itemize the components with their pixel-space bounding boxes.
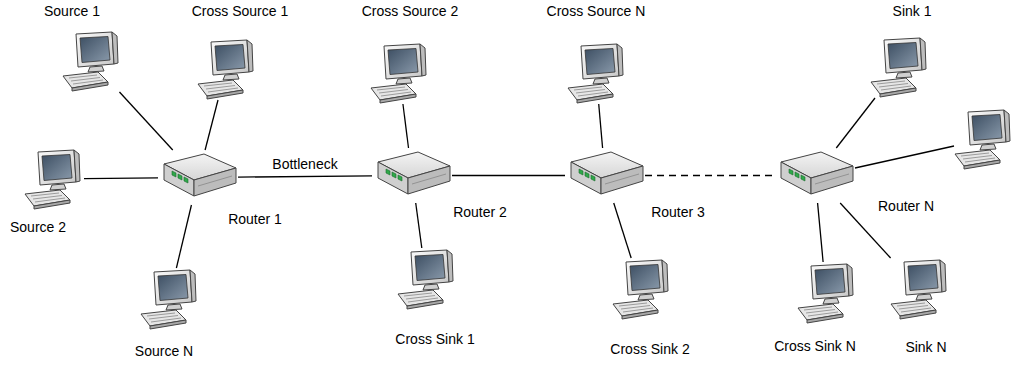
network-link <box>176 205 191 268</box>
network-link <box>403 104 409 148</box>
network-link <box>416 203 422 248</box>
node-label: Sink N <box>905 340 946 355</box>
computer-symbol <box>398 250 453 309</box>
computer-symbol <box>371 44 426 103</box>
computer-icon <box>888 258 950 320</box>
computer-node: Cross Sink 1 <box>395 248 457 310</box>
computer-symbol <box>141 270 196 329</box>
computer-symbol <box>63 32 118 91</box>
network-link <box>836 98 875 148</box>
connector-layer <box>84 92 891 268</box>
computer-icon <box>395 248 457 310</box>
router-symbol <box>164 154 236 196</box>
computer-icon <box>955 110 1010 169</box>
node-label: Source 2 <box>10 220 66 235</box>
router-symbol <box>571 152 643 194</box>
computer-icon <box>610 258 672 320</box>
network-link <box>818 203 824 262</box>
computer-icon <box>795 262 857 324</box>
router-node: Router 1 <box>158 150 238 205</box>
router-node: Router 3 <box>565 148 645 203</box>
node-label: Sink 1 <box>893 4 932 19</box>
router-symbol <box>781 152 853 194</box>
computer-node: Cross Source N <box>565 42 627 104</box>
computer-node: Cross Source 2 <box>368 42 430 104</box>
computer-icon <box>22 148 84 210</box>
node-label: Cross Sink 2 <box>610 342 689 357</box>
computer-icon <box>195 38 257 100</box>
extra-sink-wire <box>855 146 954 168</box>
computer-icon <box>565 42 627 104</box>
computer-node: Source 2 <box>22 148 84 210</box>
node-label: Router 2 <box>453 205 507 220</box>
node-label: Cross Source 1 <box>192 4 288 19</box>
router-icon <box>372 148 452 203</box>
link-label: Bottleneck <box>270 157 339 172</box>
router-icon <box>158 150 238 205</box>
computer-symbol <box>871 38 926 97</box>
computer-symbol <box>25 150 80 209</box>
computer-node: Sink N <box>888 258 950 320</box>
computer-symbol <box>198 40 253 99</box>
network-link <box>452 175 565 176</box>
computer-icon <box>368 42 430 104</box>
computer-symbol <box>568 44 623 103</box>
computer-symbol <box>891 260 946 319</box>
router-symbol <box>378 152 450 194</box>
computer-node: Source N <box>138 268 200 330</box>
network-link <box>614 203 631 258</box>
node-label: Cross Sink 1 <box>395 332 474 347</box>
router-node: Router 2 <box>372 148 452 203</box>
computer-icon <box>60 30 122 92</box>
node-label: Source N <box>135 344 193 359</box>
node-label: Cross Sink N <box>774 339 856 354</box>
computer-node: Sink 1 <box>868 36 930 98</box>
computer-icon <box>138 268 200 330</box>
node-label: Router 3 <box>651 205 705 220</box>
computer-symbol <box>613 260 668 319</box>
router-icon <box>565 148 645 203</box>
wire <box>855 146 954 168</box>
computer-symbol <box>798 264 853 323</box>
computer-node: Cross Source 1 <box>195 38 257 100</box>
node-label: Router 1 <box>228 212 282 227</box>
node-label: Router N <box>878 199 934 214</box>
computer-node: Source 1 <box>60 30 122 92</box>
router-node: Router N <box>775 148 855 203</box>
network-link <box>84 177 158 179</box>
network-link <box>205 100 218 150</box>
node-label: Cross Source 2 <box>362 4 458 19</box>
router-icon <box>775 148 855 203</box>
computer-icon <box>868 36 930 98</box>
network-link <box>238 176 372 177</box>
network-link <box>119 92 172 150</box>
network-link <box>645 175 775 176</box>
node-label: Source 1 <box>44 4 100 19</box>
computer-node: Cross Sink N <box>795 262 857 324</box>
node-label: Cross Source N <box>547 4 646 19</box>
network-link <box>599 104 603 148</box>
computer-node: Cross Sink 2 <box>610 258 672 320</box>
